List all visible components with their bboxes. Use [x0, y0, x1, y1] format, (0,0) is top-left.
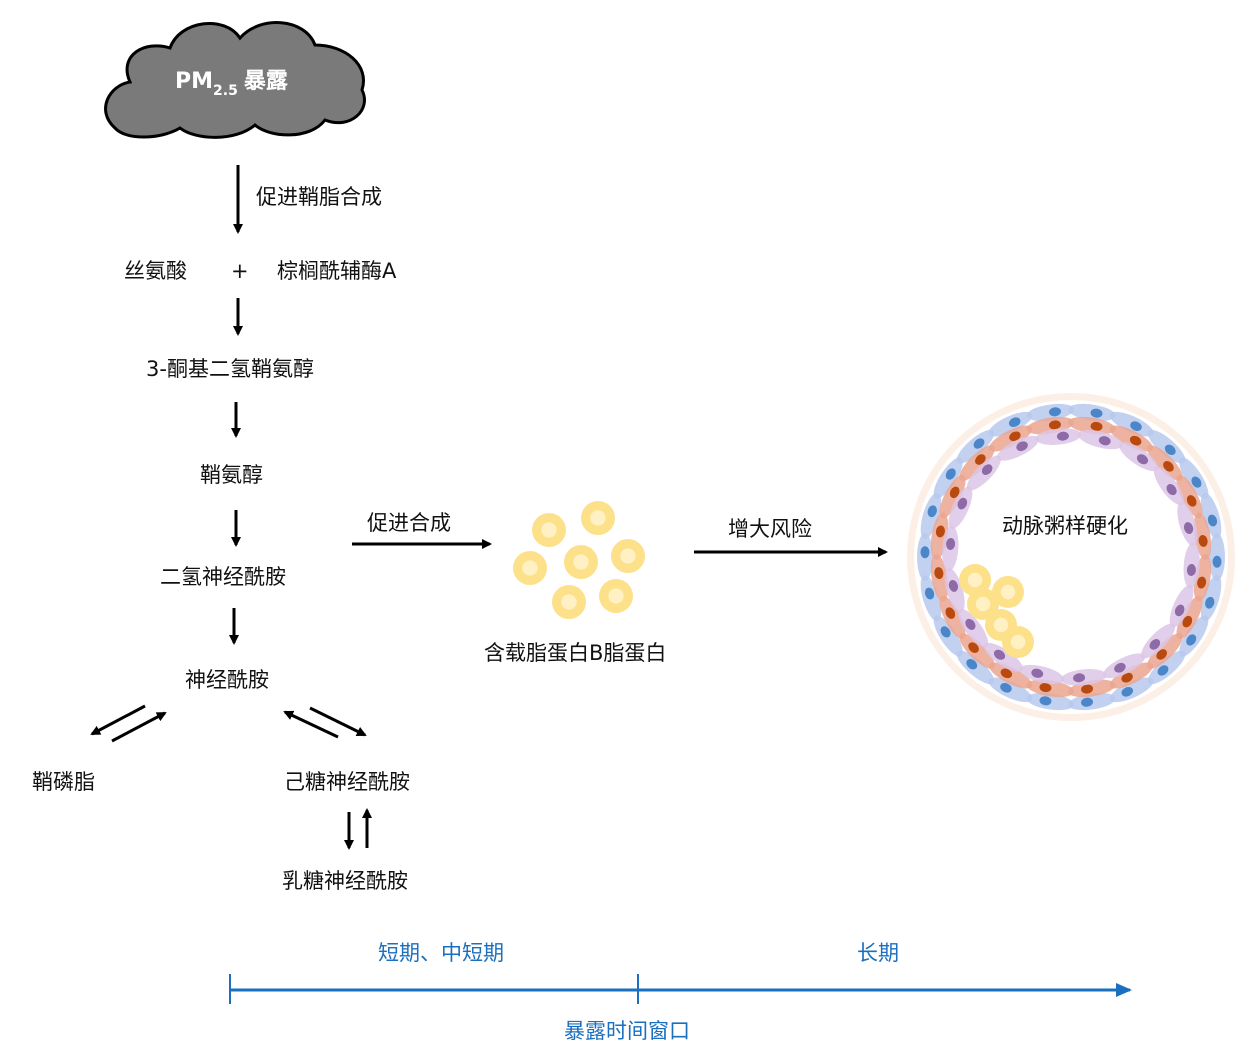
endothelial-cell: [920, 574, 942, 622]
plus-sign: +: [231, 259, 249, 283]
arrow-from-glucosylceramide: [283, 710, 339, 739]
lipoprotein-particle: [581, 501, 615, 535]
smooth-muscle-cell: [1176, 595, 1203, 640]
endothelial-cell: [1109, 677, 1154, 703]
endothelial-cell: [933, 615, 963, 657]
exposure-window-label: 暴露时间窗口: [564, 1019, 690, 1043]
dihydroceramide: 二氢神经酰胺: [160, 565, 286, 589]
glucosylceramide: 己糖神经酰胺: [284, 770, 410, 794]
arrow-to-sphingomyelin: [90, 704, 146, 736]
smooth-muscle-cell: [1147, 633, 1183, 669]
lipoprotein-particle: [967, 588, 999, 620]
lipoprotein-particle: [532, 513, 566, 547]
sphingomyelin: 鞘磷脂: [32, 770, 95, 794]
endothelial-cell: [1067, 692, 1116, 711]
intimal-cell: [1019, 664, 1065, 684]
intimal-cell: [1169, 584, 1194, 628]
smooth-muscle-cell: [959, 633, 995, 669]
increase-risk-label: 增大风险: [728, 517, 812, 541]
intimal-cell: [966, 455, 1001, 491]
artery-cross-section: [907, 393, 1235, 721]
smooth-muscle-cell: [939, 474, 966, 519]
smooth-muscle-cell: [988, 662, 1033, 689]
endothelial-cell: [917, 533, 933, 581]
intimal-cell: [944, 568, 965, 613]
smooth-muscle-cell: [1109, 662, 1154, 689]
intimal-cell: [1077, 430, 1123, 450]
lipoprotein-particle: [564, 545, 598, 579]
smooth-muscle-cell: [1147, 445, 1183, 481]
lipoprotein-particle: [599, 579, 633, 613]
endothelial-cell: [956, 429, 995, 464]
arrow-from-sphingomyelin: [111, 711, 167, 743]
intimal-cell: [983, 642, 1023, 672]
endothelial-cell: [1026, 403, 1075, 422]
smooth-muscle-cell: [939, 595, 966, 640]
endothelial-cell: [1200, 492, 1222, 540]
endothelial-cell: [1200, 574, 1222, 622]
intimal-cell: [1060, 669, 1107, 686]
endothelial-cell: [1109, 411, 1154, 437]
endothelial-cell: [1147, 650, 1186, 685]
smooth-muscle-cell: [959, 445, 995, 481]
smooth-muscle-cell: [1068, 416, 1116, 435]
intimal-cell: [1119, 442, 1159, 472]
intimal-cell: [948, 486, 973, 530]
smooth-muscle-cell: [1176, 474, 1203, 519]
intimal-cell: [1141, 623, 1176, 659]
endothelial-cell: [956, 650, 995, 685]
endothelial-cell: [920, 492, 942, 540]
sphingosine: 鞘氨醇: [200, 463, 263, 487]
intimal-cell: [1035, 428, 1082, 445]
lactosylceramide: 乳糖神经酰胺: [282, 869, 408, 893]
arrow-to-glucosylceramide: [309, 706, 367, 737]
endothelial-cell: [1209, 533, 1225, 581]
endothelial-cell: [1179, 615, 1209, 657]
intimal-cell: [996, 435, 1039, 461]
intimal-cell: [1103, 653, 1146, 679]
atherosclerosis-label: 动脉粥样硬化: [1002, 514, 1128, 538]
endothelial-cell: [988, 411, 1033, 437]
long-term-label: 长期: [857, 941, 899, 965]
endothelial-cell: [1179, 457, 1209, 499]
lipoprotein-particle: [992, 576, 1024, 608]
lipoprotein-particle: [513, 551, 547, 585]
short-term-label: 短期、中短期: [378, 941, 504, 965]
promote-sphingolipid-label: 促进鞘脂合成: [256, 185, 382, 209]
lipoprotein-cluster: [513, 501, 645, 619]
smooth-muscle-cell: [988, 425, 1033, 452]
endothelial-cell: [1026, 692, 1075, 711]
intimal-cell: [1177, 501, 1198, 546]
smooth-muscle-cell: [1026, 679, 1074, 698]
endothelial-cell: [1147, 429, 1186, 464]
smooth-muscle-cell: [1109, 425, 1154, 452]
intimal-cell: [1153, 466, 1184, 506]
promote-synthesis-label: 促进合成: [367, 511, 451, 535]
ketosphinganine: 3-酮基二氢鞘氨醇: [146, 357, 314, 381]
intimal-cell: [1183, 542, 1200, 589]
intimal-cell: [942, 525, 959, 572]
endothelial-cell: [933, 457, 963, 499]
lipoprotein-particle: [611, 539, 645, 573]
ceramide: 神经酰胺: [185, 668, 269, 692]
lipoprotein-particle: [1002, 626, 1034, 658]
intimal-cell: [958, 608, 989, 648]
serine: 丝氨酸: [124, 259, 187, 283]
lipoprotein-particle: [552, 585, 586, 619]
apob-lipoprotein-label: 含载脂蛋白B脂蛋白: [484, 641, 666, 665]
endothelial-cell: [988, 677, 1033, 703]
palmitoyl-coa: 棕榈酰辅酶A: [277, 259, 397, 283]
endothelial-cell: [1067, 403, 1116, 422]
